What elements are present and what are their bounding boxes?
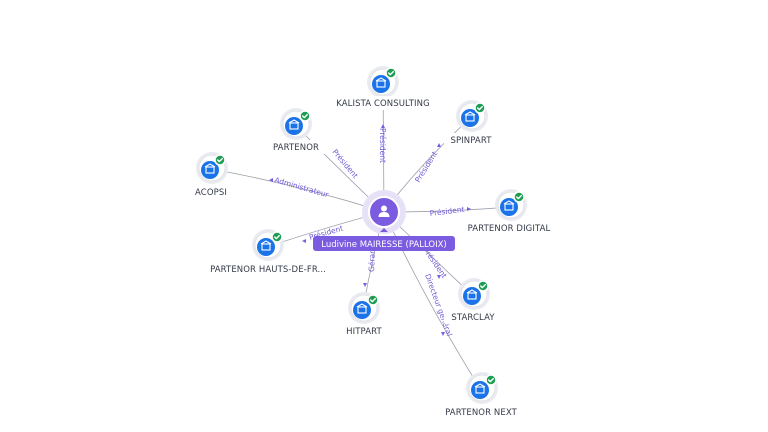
center-name-tag — [313, 236, 455, 251]
edge-label-hitpart: Gérant — [367, 246, 377, 272]
edge-label-partenor-digital: Président — [429, 205, 465, 218]
building-icon — [464, 111, 476, 122]
building-icon — [260, 240, 272, 251]
edge-label-kalista: Président — [378, 128, 387, 163]
verified-check-icon — [385, 67, 397, 79]
company-name: PARTENOR NEXT — [445, 408, 518, 418]
verified-check-icon — [299, 110, 311, 122]
building-icon — [375, 77, 387, 88]
arrow-next — [441, 332, 445, 336]
building-icon — [204, 163, 216, 174]
verified-check-icon — [474, 102, 486, 114]
verified-check-icon — [477, 280, 489, 292]
company-node-kalista[interactable]: KALISTA CONSULTING — [325, 66, 441, 110]
arrow-digital — [467, 207, 471, 211]
company-name: STARCLAY — [451, 313, 495, 323]
arrow-spinpart — [437, 143, 441, 147]
verified-check-icon — [513, 191, 525, 203]
building-icon — [288, 119, 300, 130]
company-name: PARTENOR HAUTS-DE-FR... — [210, 265, 326, 275]
verified-check-icon — [214, 154, 226, 166]
building-icon — [356, 303, 368, 314]
edge-label-acopsi: Administrateur — [273, 175, 330, 199]
company-name: SPINPART — [450, 136, 492, 146]
arrow-hdf — [302, 239, 306, 243]
edge-label-partenor: Président — [330, 148, 359, 181]
person-icon — [378, 205, 390, 217]
verified-check-icon — [367, 294, 379, 306]
arrow-starclay — [437, 275, 441, 279]
company-node-partenor-digital[interactable]: PARTENOR DIGITAL — [460, 189, 558, 235]
edge-label-partenor-next: Directeur général — [423, 273, 454, 338]
building-icon — [503, 200, 515, 211]
company-name: ACOPSI — [195, 188, 227, 198]
company-name: HITPART — [346, 327, 382, 337]
company-name: KALISTA CONSULTING — [336, 99, 430, 109]
building-icon — [474, 383, 486, 394]
company-node-partenor-next[interactable]: PARTENOR NEXT — [438, 372, 524, 419]
company-name: PARTENOR DIGITAL — [468, 224, 551, 234]
company-name: PARTENOR — [273, 143, 319, 153]
edge-label-spinpart: Président — [413, 150, 439, 184]
verified-check-icon — [485, 374, 497, 386]
company-node-partenor[interactable]: PARTENOR — [266, 108, 326, 154]
arrow-acopsi — [269, 178, 273, 182]
building-icon — [466, 289, 478, 300]
company-node-acopsi[interactable]: ACOPSI — [188, 152, 234, 199]
company-node-partenor-hdf[interactable]: PARTENOR HAUTS-DE-FR... — [203, 229, 333, 276]
person-name: Ludivine MAIRESSE (PALLOIX) — [321, 240, 446, 250]
center-person-node[interactable]: Ludivine MAIRESSE (PALLOIX) — [313, 190, 455, 251]
arrow-hitpart — [363, 283, 367, 287]
company-node-hitpart[interactable]: HITPART — [339, 292, 389, 338]
company-node-starclay[interactable]: STARCLAY — [444, 278, 502, 324]
verified-check-icon — [271, 231, 283, 243]
edge-partenor-next — [383, 211, 482, 391]
arrow-kalista — [381, 124, 385, 128]
company-node-spinpart[interactable]: SPINPART — [444, 100, 498, 147]
